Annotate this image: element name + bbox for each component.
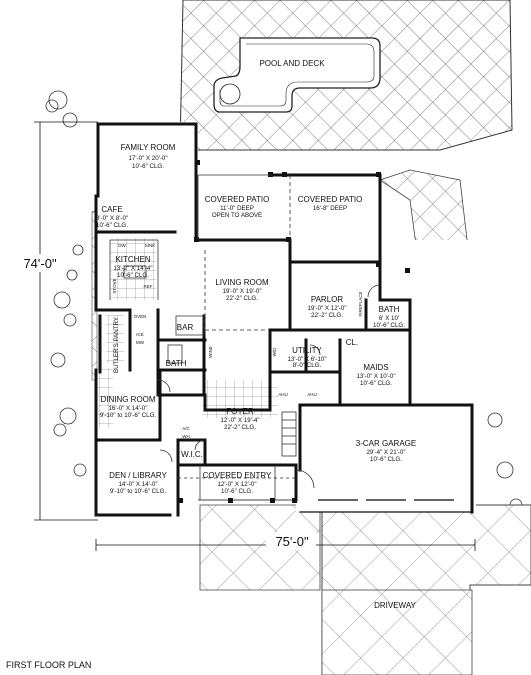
driveway-area [197,499,531,675]
room-entry-clg: 10'-6" CLG. [221,488,253,495]
room-garage-name: 3-CAR GARAGE [356,439,416,448]
room-butlers-name: BUTLER'S PANTRY [113,317,120,373]
room-garage-clg: 10'-6" CLG. [370,456,402,463]
room-garage-size: 29'-4" X 21'-0" [366,449,405,456]
room-living-name: LIVING ROOM [215,278,269,287]
columns [178,160,410,503]
fixture-stove: STOVE [112,278,117,293]
room-den-size: 14'-0" X 14'-0" [118,481,157,488]
room-foyer-size: 12'-0" X 19'-4" [220,417,259,424]
fixture-wd: W/D [272,347,277,356]
fixture-ac: A/C [182,426,190,431]
room-utility-clg: 8'-0" CLG. [293,362,322,369]
room-patio1-depth: 11'-0" DEEP [220,205,254,212]
room-entry-size: 12'-0" X 12'-0" [217,481,256,488]
room-kitchen-name: KITCHEN [115,255,150,264]
fixture-mw: MW [136,340,145,345]
fixture-sink: SINK [145,243,156,248]
fixture-wine: WINE [208,346,213,358]
room-patio1-name: COVERED PATIO [205,195,270,204]
room-dining-size: 16'-0" X 14'-0" [108,405,147,412]
room-maids-clg: 10'-6" CLG. [360,380,392,387]
room-utility-size: 13'-0" X 6'-10" [287,356,326,363]
room-entry-name: COVERED ENTRY [203,471,272,480]
tiled-floors [98,238,278,428]
room-living-size: 19'-0" X 19'-0" [222,288,261,295]
dimension-depth: 74'-0" [23,256,57,271]
room-cafe-clg: 10'-6" CLG. [96,222,128,229]
room-parlor-size: 19'-0" X 12'-0" [307,305,346,312]
dimension-width: 75'-0" [275,534,309,549]
room-bath-upper-name: BATH [379,305,400,314]
room-bath-upper-size: 6' X 10' [379,315,399,322]
fixture-ahu-2: AHU [307,392,317,397]
room-cafe-name: CAFE [101,205,122,214]
room-den-clg: 9'-10" to 10'-6" CLG. [110,488,167,495]
room-living-clg: 22'-2" CLG. [226,295,258,302]
plan-title: FIRST FLOOR PLAN [6,660,91,670]
room-cl-name: CL. [346,338,358,347]
room-parlor-name: PARLOR [311,295,344,304]
fixture-dw: DW [118,243,126,248]
room-bath-upper-clg: 10'-6" CLG. [373,322,405,329]
room-maids-name: MAIDS [363,363,388,372]
fixture-fireplace: FIREPLACE [358,291,363,316]
room-den-name: DEN / LIBRARY [109,471,167,480]
room-utility-name: UTILITY [292,346,322,355]
fixture-ref: REF [144,284,153,289]
room-foyer-clg: 22'-2" CLG. [224,424,256,431]
room-parlor-clg: 22'-2" CLG. [311,312,343,319]
room-cafe-size: 8'-0" X 8'-0" [96,215,128,222]
fixture-ice: ICE [136,332,144,337]
room-patio2-name: COVERED PATIO [298,195,363,204]
labels: POOL AND DECK FAMILY ROOM 17'-0" X 20'-0… [6,59,417,670]
room-maids-size: 13'-0" X 10'-0" [356,373,395,380]
room-driveway-name: DRIVEWAY [374,601,416,610]
room-patio1-note: OPEN TO ABOVE [212,212,262,219]
room-wic-name: W.I.C. [181,450,203,459]
room-patio2-depth: 16'-8" DEEP [313,205,347,212]
fixture-oven: OVEN [134,314,147,319]
room-family-clg: 10'-6" CLG. [132,163,164,170]
room-family-name: FAMILY ROOM [121,143,176,152]
room-dining-name: DINING ROOM [100,395,155,404]
room-family-size: 17'-0" X 20'-0" [128,155,167,162]
interior-details [109,174,454,501]
room-pool-name: POOL AND DECK [259,59,325,68]
fixture-wh: WH [182,434,190,439]
room-kitchen-clg: 10'-6" CLG. [117,272,149,279]
room-bar-name: BAR [177,323,194,332]
pool [213,37,381,113]
fixture-ahu: AHU [278,392,288,397]
room-kitchen-size: 13'-2" X 14'-4" [113,265,152,272]
room-foyer-name: FOYER [226,407,254,416]
room-bath-name: BATH [166,359,187,368]
room-dining-clg: 9'-10" to 10'-6" CLG. [100,412,157,419]
